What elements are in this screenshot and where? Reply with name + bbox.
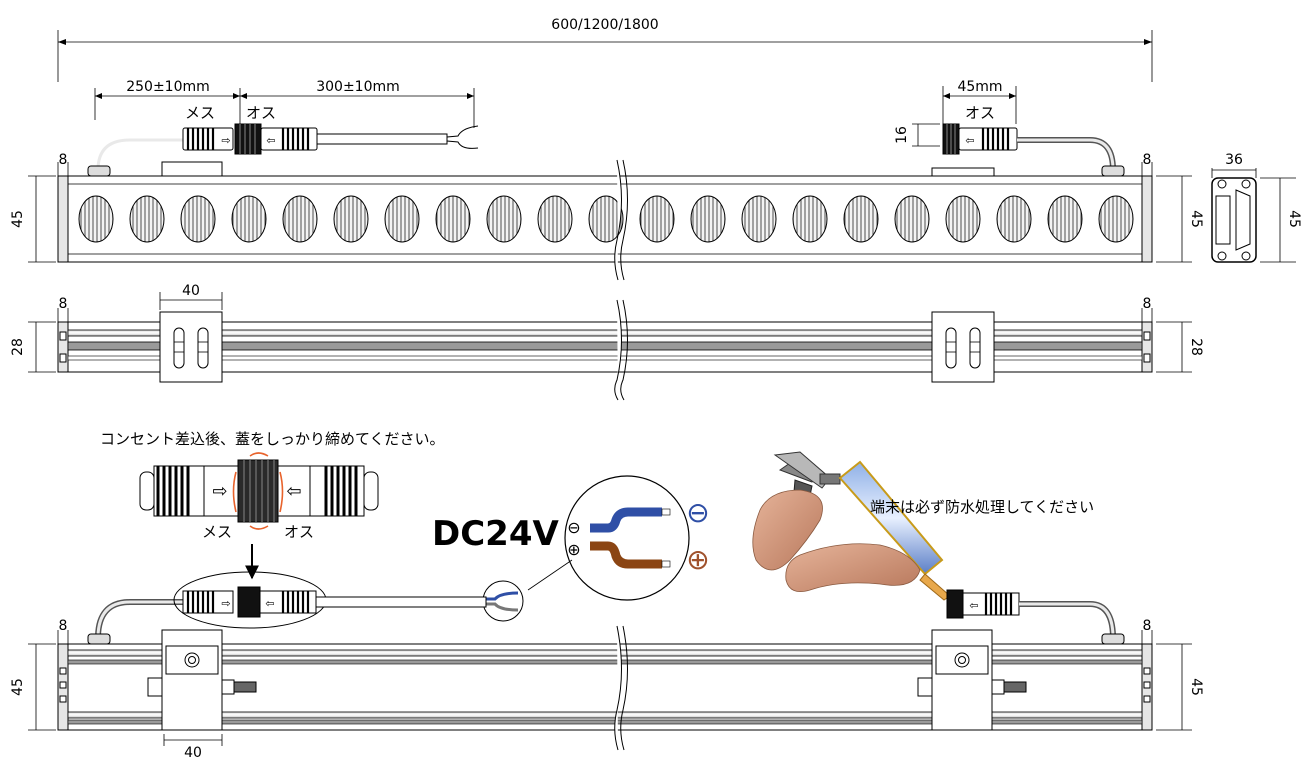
cable-male-length: 300±10mm: [316, 79, 400, 95]
lens: [741, 195, 777, 243]
male-label-top: オス: [246, 104, 276, 122]
height-front-right: 45: [1188, 210, 1204, 228]
lens: [894, 195, 930, 243]
total-length-dimension: 600/1200/1800: [57, 17, 1153, 82]
instruction-text: コンセント差込後、蓋をしっかり締めてください。: [100, 430, 445, 448]
male-label-closeup: オス: [284, 523, 314, 541]
side-view: 36 45: [1211, 152, 1302, 263]
caulking-gun-illustration: [752, 451, 951, 601]
front-view: ⇨ ⇦ ⇦: [10, 123, 1204, 281]
bracket-installed-left: [147, 629, 257, 731]
bracket-width-installed: 40: [184, 745, 202, 760]
lens: [588, 195, 624, 243]
lens: [282, 195, 318, 243]
end-cap-installed-left: 8: [59, 618, 68, 634]
lens: [231, 195, 267, 243]
lens: [435, 195, 471, 243]
depth-top-right: 28: [1188, 338, 1204, 356]
lens: [843, 195, 879, 243]
lens: [792, 195, 828, 243]
svg-text:⇦: ⇦: [265, 597, 274, 610]
svg-text:⇨: ⇨: [221, 597, 230, 610]
end-cap-installed-right: 8: [1143, 618, 1152, 634]
plus-symbol: ⊕: [686, 543, 709, 576]
side-height: 45: [1286, 210, 1302, 228]
bracket-width-top: 40: [182, 283, 200, 299]
depth-top-left: 28: [10, 338, 26, 356]
wire-magnifier: ⊖ ⊕: [482, 475, 690, 622]
svg-text:⇦: ⇦: [965, 134, 974, 147]
svg-text:⇦: ⇦: [969, 599, 978, 612]
female-label-closeup: メス: [202, 523, 232, 541]
height-installed-left: 45: [10, 678, 26, 696]
lens: [996, 195, 1032, 243]
female-connector-top: ⇨: [182, 127, 234, 151]
connector-diameter: 16: [894, 126, 910, 144]
connector-closeup: ⇨ ⇦ メス オス: [139, 452, 379, 541]
end-cap-top-right: 8: [1143, 296, 1152, 312]
total-length-label: 600/1200/1800: [551, 17, 658, 33]
connector-dimensions: 45mm オス 16: [894, 79, 1017, 147]
lens: [690, 195, 726, 243]
lens: [78, 195, 114, 243]
end-cap-top-left: 8: [59, 296, 68, 312]
lens: [129, 195, 165, 243]
lens: [1098, 195, 1134, 243]
top-view: 40 8 8 28 28: [10, 283, 1204, 401]
lens-row: [78, 195, 1134, 243]
minus-symbol: ⊖: [686, 496, 709, 529]
svg-text:⇨: ⇨: [212, 481, 227, 502]
lens: [180, 195, 216, 243]
cable-dimensions: 250±10mm 300±10mm メス オス: [94, 79, 475, 128]
end-cap-front-left: 8: [59, 152, 68, 168]
lens: [486, 195, 522, 243]
connector-length: 45mm: [957, 79, 1002, 95]
waterproof-note: 端末は必ず防水処理してください: [870, 498, 1094, 516]
lens: [384, 195, 420, 243]
male-label-right: オス: [965, 104, 995, 122]
cable-female-length: 250±10mm: [126, 79, 210, 95]
lens: [945, 195, 981, 243]
lens: [537, 195, 573, 243]
svg-text:⇨: ⇨: [221, 134, 230, 147]
female-label-top: メス: [185, 104, 215, 122]
minus-mark-small: ⊖: [567, 518, 580, 537]
side-width: 36: [1225, 152, 1243, 168]
plus-mark-small: ⊕: [567, 540, 580, 559]
male-connector-top: ⇦: [234, 123, 318, 155]
height-front-left: 45: [10, 210, 26, 228]
lens: [333, 195, 369, 243]
lens: [1047, 195, 1083, 243]
svg-text:⇦: ⇦: [286, 481, 301, 502]
svg-text:⇦: ⇦: [266, 134, 275, 147]
bracket-top-right: [931, 311, 995, 383]
installed-view: ⇨ ⇦ ⇦: [10, 571, 1204, 760]
lens: [639, 195, 675, 243]
bracket-top-left: [159, 311, 223, 383]
end-cap-front-right: 8: [1143, 152, 1152, 168]
height-installed-right: 45: [1188, 678, 1204, 696]
male-connector-right: ⇦: [942, 123, 1018, 155]
voltage-label: DC24V: [432, 514, 559, 554]
bracket-installed-right: [917, 629, 1027, 731]
